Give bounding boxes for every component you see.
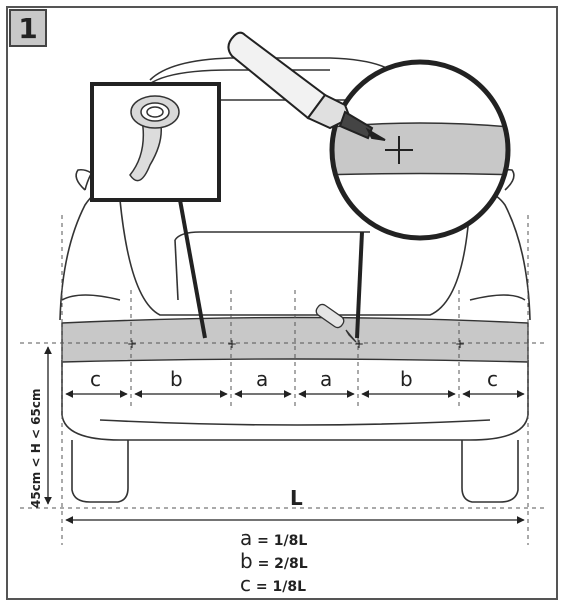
crosshair-icon [385,136,413,164]
segment-label-b-left: b [170,367,183,391]
tape-roll-icon [129,95,180,182]
svg-text:+: + [127,337,137,351]
segment-label-c-left: c [90,367,101,391]
step-number-badge: 1 [9,9,47,47]
tape-callout-pointer [178,199,207,339]
segment-label-a-left: a [256,367,268,391]
height-range-label: 45cm < H < 65cm [29,389,43,509]
formula-legend: a = 1/8L b = 2/8L c = 1/8L [240,526,308,596]
svg-text:+: + [455,337,465,351]
mark-points: + + + + [127,337,465,351]
marker-pen-small-icon [315,303,357,343]
width-label: L [290,486,303,510]
formula-a-value: = 1/8L [252,533,307,549]
formula-b-symbol: b [240,549,253,573]
svg-text:b = 2/8L: b = 2/8L [240,549,308,573]
svg-text:+: + [227,337,237,351]
segment-arrows [44,346,525,524]
formula-a-symbol: a [240,526,252,550]
svg-text:a = 1/8L: a = 1/8L [240,526,307,550]
segment-label-b-right: b [400,367,413,391]
magnifier-callout-pointer [355,231,364,339]
svg-text:+: + [354,337,364,351]
segment-label-c-right: c [487,367,498,391]
formula-b-value: = 2/8L [253,556,308,572]
formula-c-symbol: c [240,572,251,596]
svg-text:c = 1/8L: c = 1/8L [240,572,306,596]
magnifier-inset [329,59,511,241]
formula-c-value: = 1/8L [251,579,306,595]
segment-label-a-right: a [320,367,332,391]
tape-roll-inset [90,82,221,202]
marker-pen-icon [227,31,386,141]
